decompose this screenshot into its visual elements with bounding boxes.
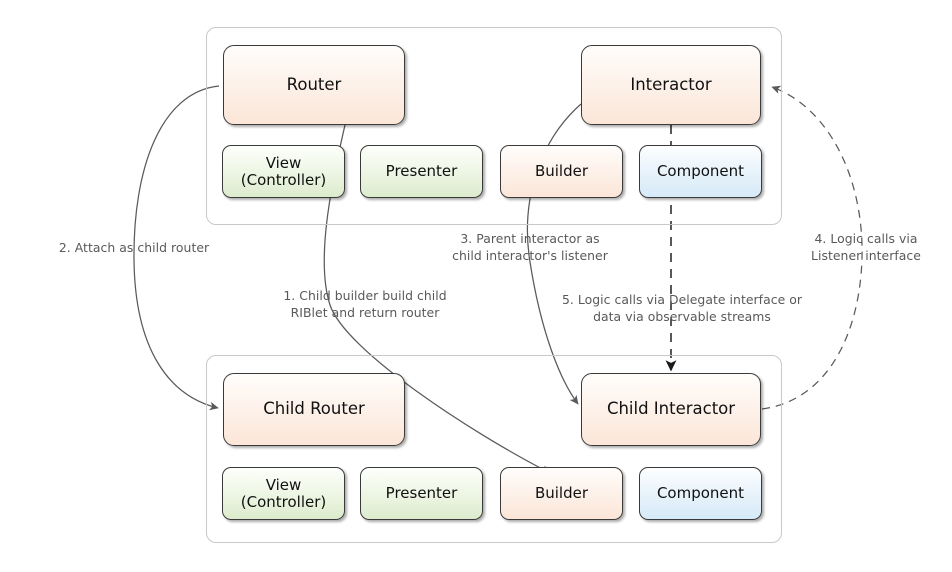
annotation-4-listener-interface: 4. Logic calls via Listener interface (811, 231, 921, 263)
node-child-builder-label: Builder (534, 484, 589, 503)
node-view-controller[interactable]: View (Controller) (222, 145, 345, 198)
annotation-2-attach-as-child-router: 2. Attach as child router (58, 240, 210, 255)
child-rib-container (206, 355, 782, 543)
node-presenter-label: Presenter (385, 162, 458, 181)
node-presenter[interactable]: Presenter (360, 145, 483, 198)
node-child-view-controller-label: View (Controller) (240, 475, 327, 511)
node-child-view-controller[interactable]: View (Controller) (222, 467, 345, 520)
node-router-label: Router (286, 74, 342, 94)
node-child-router-label: Child Router (263, 399, 365, 419)
annotation-5-delegate-or-observable: 5. Logic calls via Delegate interface or… (561, 292, 803, 324)
node-child-router[interactable]: Child Router (223, 373, 405, 446)
node-builder[interactable]: Builder (500, 145, 623, 198)
node-child-interactor-label: Child Interactor (606, 399, 736, 419)
parent-rib-container (206, 27, 782, 225)
node-builder-label: Builder (534, 162, 589, 181)
node-interactor[interactable]: Interactor (581, 45, 761, 125)
annotation-3-parent-interactor-listener: 3. Parent interactor as child interactor… (452, 231, 608, 263)
node-child-builder[interactable]: Builder (500, 467, 623, 520)
node-interactor-label: Interactor (630, 74, 712, 94)
node-child-presenter[interactable]: Presenter (360, 467, 483, 520)
node-view-controller-label: View (Controller) (240, 153, 327, 189)
node-router[interactable]: Router (223, 45, 405, 125)
node-child-presenter-label: Presenter (385, 484, 458, 503)
node-component-label: Component (656, 162, 745, 181)
node-child-component[interactable]: Component (639, 467, 762, 520)
node-component[interactable]: Component (639, 145, 762, 198)
node-child-component-label: Component (656, 484, 745, 503)
annotation-1-child-builder-build: 1. Child builder build child RIBlet and … (283, 288, 447, 320)
node-child-interactor[interactable]: Child Interactor (581, 373, 761, 446)
